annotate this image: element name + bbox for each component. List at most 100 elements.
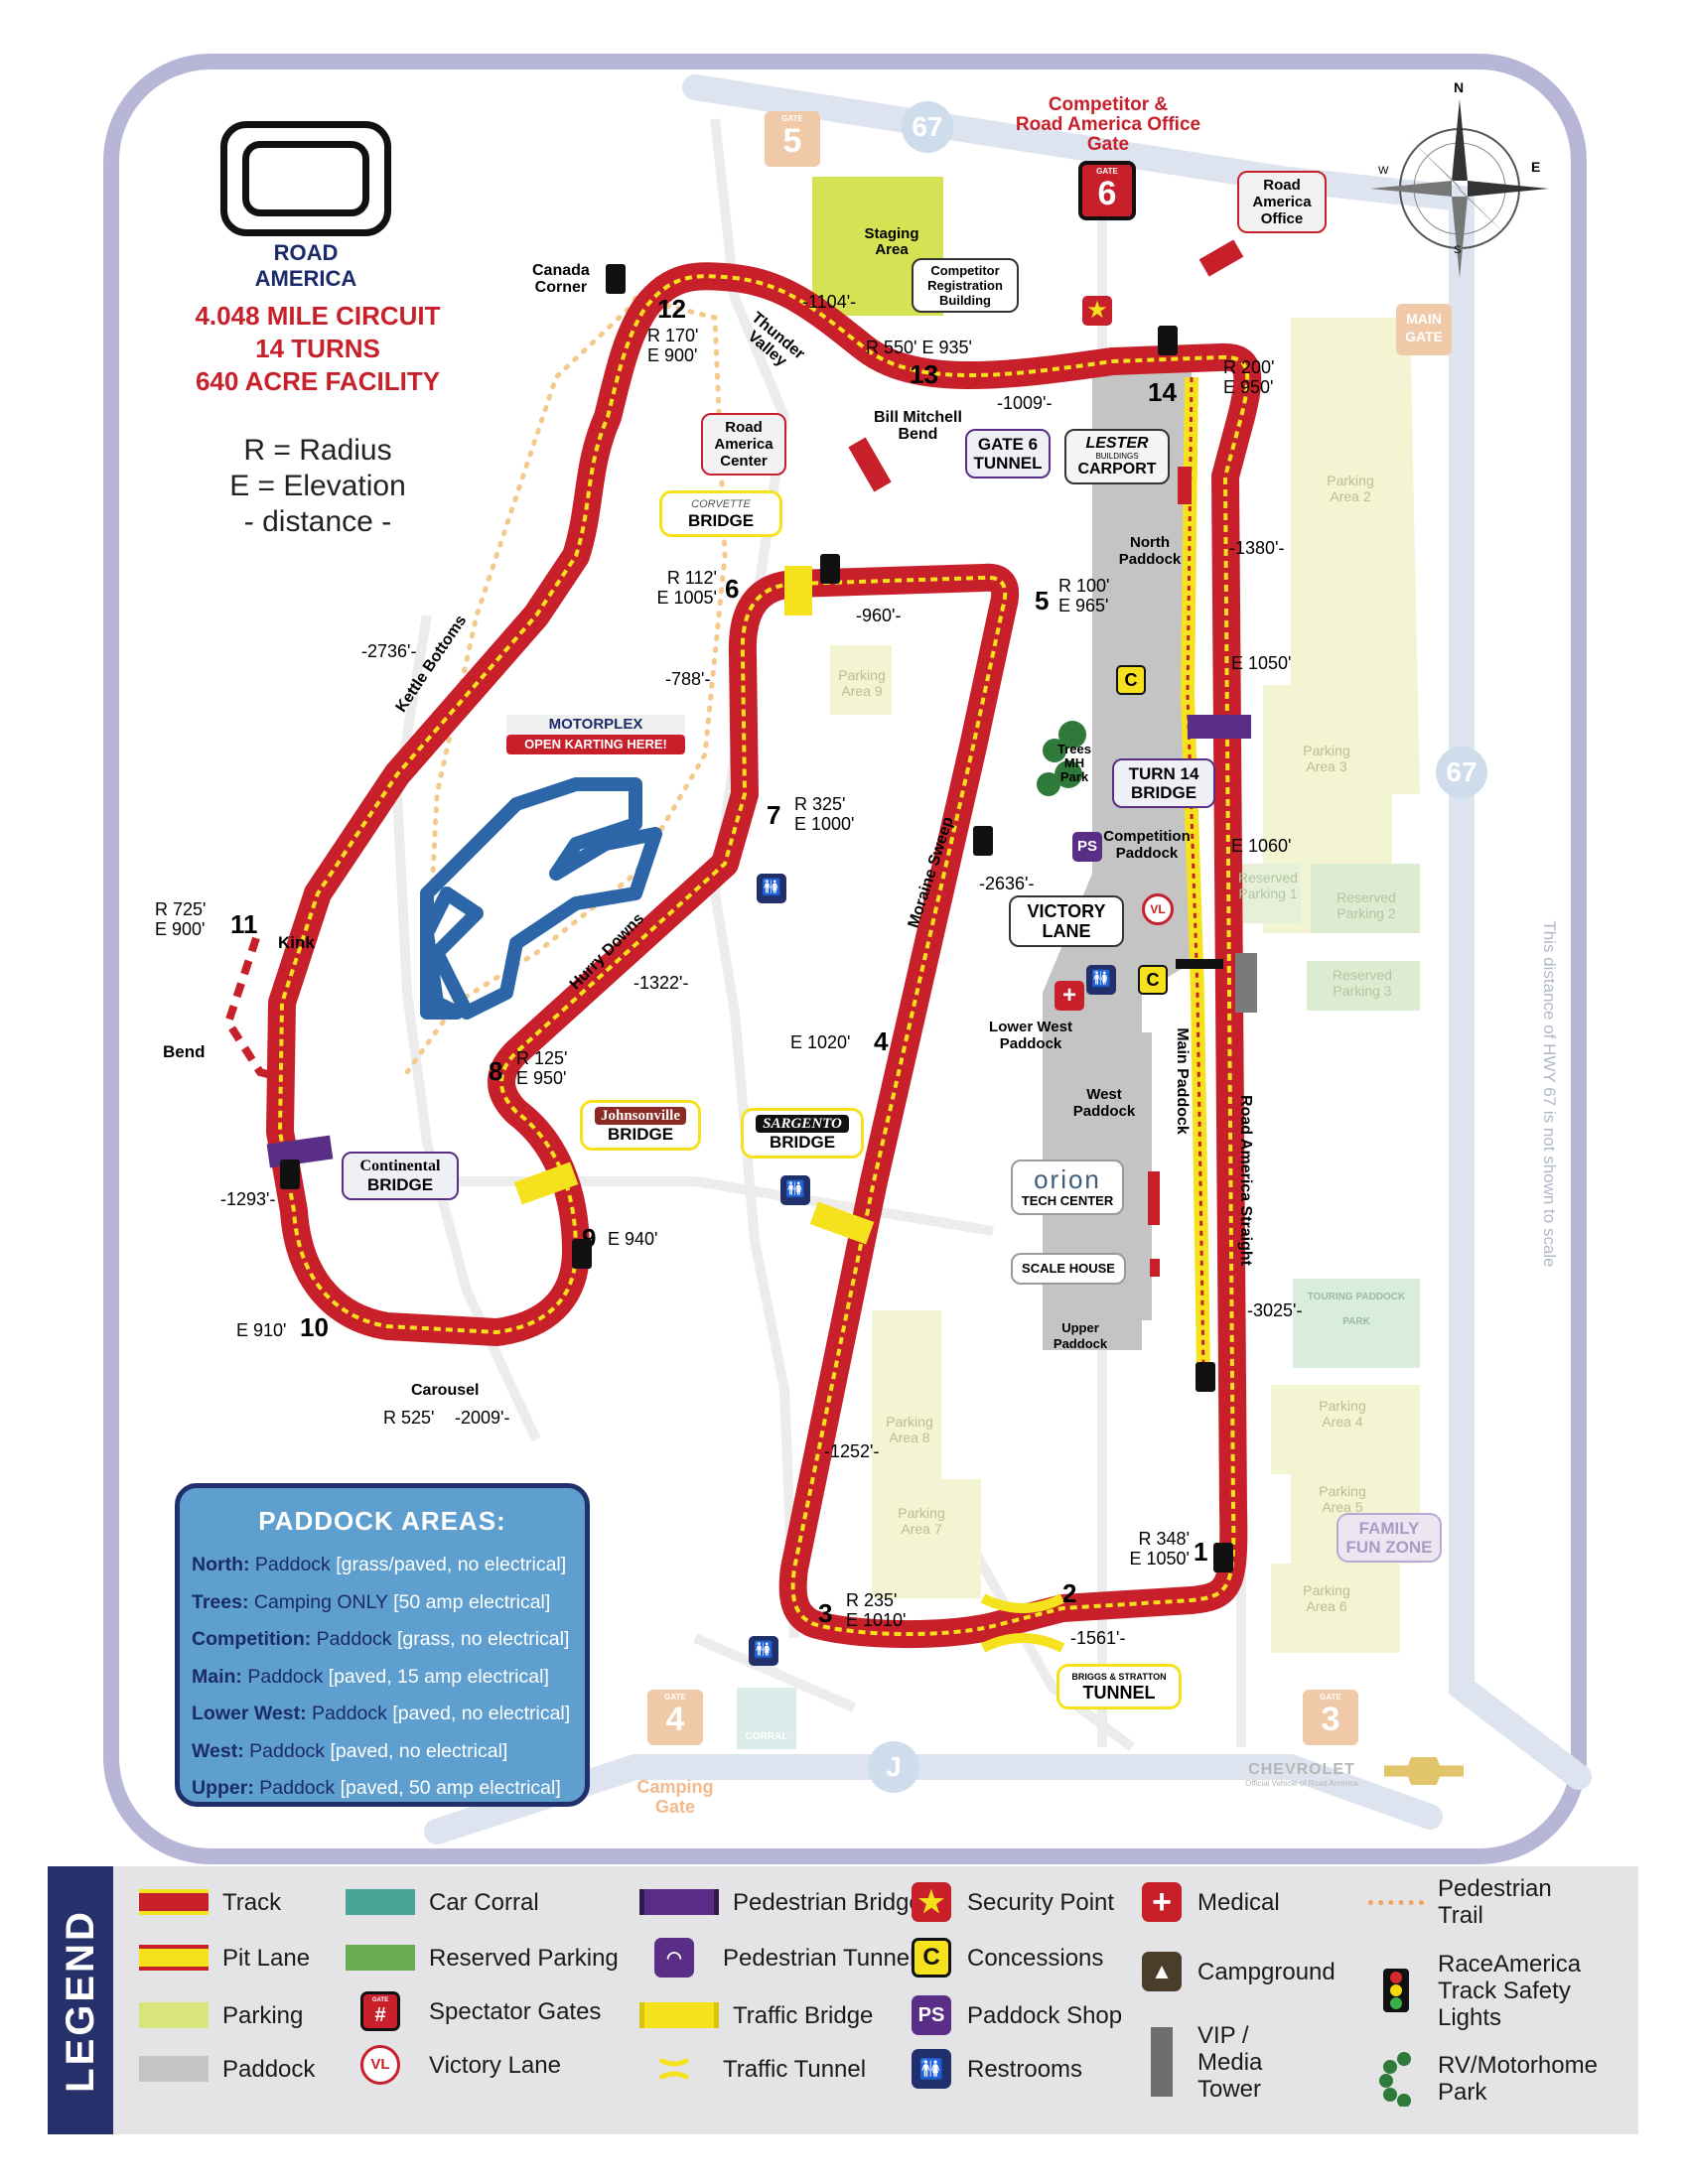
key-distance: - distance - [243,505,392,538]
gate-6-title: Competitor & Road America Office Gate [1015,94,1201,155]
vip-tower-icon [1151,2027,1173,2097]
hwy-67-marker-side: 67 [1436,747,1487,798]
trees-mh-park [1037,721,1086,796]
reserved-parking-3 [1307,961,1420,1011]
road-america-straight-label: Road America Straight [1236,1095,1254,1266]
parking-area-9 [830,645,892,715]
distance-3025: -3025'- [1247,1300,1303,1320]
sargento-bridge-callout: SARGENTO BRIDGE [741,1108,864,1159]
stat-acreage: 640 ACRE FACILITY [195,366,441,396]
carousel-label: Carousel [411,1382,480,1399]
continental-bridge-text: BRIDGE [366,1175,434,1194]
paddock-shop-legend-icon: PS [912,1995,951,2035]
victory-lane-icon: VL [1142,893,1174,925]
johnsonville-bridge-text: BRIDGE [607,1125,674,1144]
rv-park-icon [1379,2052,1411,2107]
medical-icon: + [1055,981,1084,1011]
scale-house-callout: SCALE HOUSE [1011,1253,1126,1285]
parking-swatch [139,2002,209,2028]
medical-legend-icon: + [1142,1882,1182,1922]
distance-1104: -1104'- [802,292,857,312]
legend-campground: ▲Campground [1140,1952,1336,1991]
concessions-legend-icon: C [912,1938,951,1978]
turn-10: 10 [300,1312,329,1342]
turn-3: 3 [818,1598,833,1628]
safety-light-straight [1196,1362,1215,1392]
paddock-row-competition: Competition: Paddock [grass, no electric… [192,1628,570,1650]
turn-4: 4 [874,1026,889,1056]
distance-1293: -1293'- [220,1189,276,1209]
chevrolet-sponsor: CHEVROLET Official Vehicle of Road Ameri… [1245,1761,1358,1788]
legend-pit-lane: Pit Lane [139,1938,310,1978]
start-finish-line [1176,959,1223,969]
continental-bridge-callout: Continental BRIDGE [342,1152,459,1200]
karting-track [420,777,662,1020]
carousel-radius-label: R 525' [383,1408,435,1428]
traffic-tunnel-icon [658,2057,690,2081]
pedestrian-trail-swatch [1368,1899,1424,1905]
legend-tab: LEGEND [48,1866,113,2134]
hwy-67-note: This distance of HWY 67 is not shown to … [1540,920,1559,1268]
bend-label: Bend [163,1042,206,1061]
legend-parking: Parking [139,1995,303,2035]
compass-e: E [1531,159,1541,175]
paddock-areas-panel: PADDOCK AREAS: North: Paddock [grass/pav… [175,1483,590,1807]
legend-pedestrian-tunnel: ◠Pedestrian Tunnel [639,1938,914,1978]
reserved-parking-1 [1231,864,1301,923]
restrooms-icon-2: 🚻 [1086,965,1116,995]
continental-brand: Continental [359,1158,441,1174]
legend-vip-tower: VIP / Media Tower [1140,2022,1307,2103]
distance-960: -960'- [856,606,902,625]
paddock-row-trees: Trees: Camping ONLY [50 amp electrical] [192,1590,551,1613]
scale-house-text: SCALE HOUSE [1022,1261,1115,1276]
restrooms-icon: 🚻 [757,874,786,903]
corvette-bridge-callout: CORVETTE BRIDGE [659,490,782,537]
restrooms-icon-4: 🚻 [749,1636,778,1666]
track-swatch [139,1889,209,1915]
legend-spectator-gates: GATE#Spectator Gates [346,1991,601,2031]
legend-restrooms: 🚻Restrooms [910,2049,1082,2089]
reserved-parking-2 [1311,864,1420,933]
turn-1-info: R 348'E 1050' [1129,1529,1191,1569]
concessions-icon: C [1116,665,1146,695]
safety-light-14 [1158,326,1178,355]
key-elevation: E = Elevation [229,470,406,502]
victory-lane-legend-icon: VL [360,2045,400,2085]
safety-light-9 [572,1239,592,1269]
safety-light-6 [820,554,840,584]
logo-text: ROAD AMERICA [254,240,357,291]
gate-3: GATE 3 [1303,1690,1358,1745]
concessions-icon-2: C [1138,965,1168,995]
touring-paddock-label: TOURING PADDOCK PARK [1307,1292,1406,1327]
traffic-bridge-swatch [639,2002,719,2028]
parking-area-4 [1271,1385,1420,1474]
compass-s: S [1454,244,1462,256]
legend-medical: +Medical [1140,1882,1280,1922]
corvette-bridge-text: BRIDGE [687,511,755,530]
sargento-brand: SARGENTO [756,1115,849,1133]
hwy-67-marker-top: 67 [902,101,953,153]
lester-brand-sub: BUILDINGS [1095,452,1139,461]
briggs-tunnel-callout: BRIGGS & STRATTON TUNNEL [1056,1664,1182,1709]
safety-light-icon [1383,1969,1409,2012]
traffic-tunnel-shape [980,1593,1065,1653]
lester-brand: LESTER [1085,435,1149,452]
distance-1380: -1380'- [1229,538,1285,558]
compass-n: N [1454,79,1465,95]
turn-12: 12 [657,294,686,324]
turn-14: 14 [1148,377,1177,407]
compass-w: W [1378,165,1389,177]
pit-lane-swatch [139,1945,209,1971]
